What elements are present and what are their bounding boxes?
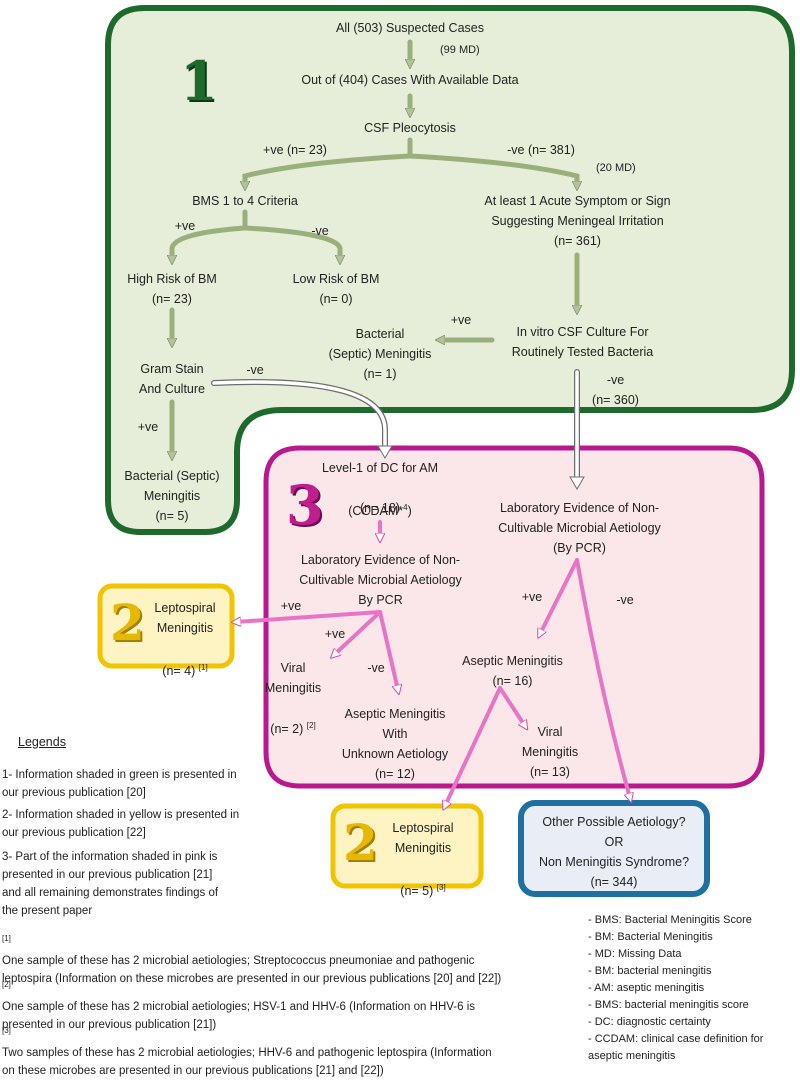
- ccdam-close: ): [407, 504, 412, 519]
- abbreviation-item: - DC: diagnostic certainty: [588, 1016, 711, 1028]
- abbreviation-item: - BMS: Bacterial Meningitis Score: [588, 914, 752, 926]
- label-missing-99: (99 MD): [440, 44, 480, 56]
- abbreviation-item: - MD: Missing Data: [588, 948, 682, 960]
- footnote-1-text: One sample of these has 2 microbial aeti…: [2, 954, 502, 985]
- node-bacterial-septic-5: Bacterial (Septic) Meningitis (n= 5): [124, 469, 220, 523]
- node-viral-2: Viral Meningitis: [264, 661, 322, 695]
- green-region: [105, 5, 795, 535]
- label-mid-negative: -ve: [367, 661, 385, 675]
- footnote-2-text: One sample of these has 2 microbial aeti…: [2, 1000, 476, 1031]
- node-leptospiral-b: Leptospiral Meningitis: [392, 821, 454, 855]
- node-ccdam: (CCDAM*4): [300, 478, 460, 521]
- node-csf-pleocytosis: CSF Pleocytosis: [364, 121, 456, 135]
- node-bacterial-septic-1: Bacterial (Septic) Meningitis (n= 1): [328, 327, 432, 381]
- node-cases-available: Out of (404) Cases With Available Data: [301, 73, 519, 87]
- label-right-positive: +ve: [521, 590, 543, 604]
- node-gram-stain: Gram Stain And Culture: [138, 362, 205, 396]
- pink-arrows: [236, 520, 630, 806]
- abbreviation-item: - BM: Bacterial Meningitis: [588, 931, 713, 943]
- footnote-2-mark: [2]: [2, 980, 11, 989]
- label-gram-negative: -ve: [246, 363, 264, 377]
- node-aseptic-16: Aseptic Meningitis (n= 16): [462, 654, 563, 688]
- label-culture-positive: +ve: [450, 313, 472, 327]
- legend-item-1: 1- Information shaded in green is presen…: [2, 769, 237, 799]
- green-arrows: [172, 39, 577, 456]
- footnote-3-text: Two samples of these has 2 microbial aet…: [2, 1046, 492, 1077]
- ccdam-superscript: 4: [403, 503, 408, 512]
- node-lab-evidence-mid: Laboratory Evidence of Non- Cultivable M…: [299, 553, 462, 607]
- region-number-yellow-b: 2: [343, 813, 378, 872]
- label-bms-negative: -ve: [311, 224, 329, 238]
- white-arrows: [211, 369, 585, 490]
- leptospiral-a-n: (n= 4): [162, 664, 196, 679]
- footnote-1: [1] One sample of these has 2 microbial …: [2, 912, 582, 988]
- node-level1-dc: Level-1 of DC for AM: [321, 461, 438, 475]
- label-bms-positive: +ve: [174, 219, 196, 233]
- label-mid-positive-a: +ve: [280, 599, 302, 613]
- footnote-3-mark: [3]: [2, 1026, 11, 1035]
- node-viral-13: Viral Meningitis (n= 13): [521, 725, 579, 779]
- label-culture-negative: -ve (n= 360): [592, 373, 639, 407]
- label-missing-20: (20 MD): [596, 162, 636, 174]
- label-negative-381: -ve (n= 381): [507, 143, 575, 157]
- region-number-yellow-a: 2: [110, 593, 145, 652]
- node-bms-criteria: BMS 1 to 4 Criteria: [192, 194, 298, 208]
- node-lab-evidence-right: Laboratory Evidence of Non- Cultivable M…: [498, 501, 661, 555]
- abbreviation-item: - CCDAM: clinical case definition for as…: [588, 1033, 764, 1062]
- node-low-risk: Low Risk of BM (n= 0): [292, 272, 380, 306]
- footnote-1-mark: [1]: [2, 934, 11, 943]
- label-mid-positive-b: +ve: [324, 627, 346, 641]
- footnote-3: [3] Two samples of these has 2 microbial…: [2, 1004, 582, 1080]
- legends-heading: Legends: [18, 735, 66, 749]
- abbreviation-item: - BM: bacterial meningitis: [588, 965, 712, 977]
- pink-region: [263, 445, 765, 789]
- leptospiral-b-ref: [3]: [436, 883, 446, 892]
- node-acute-symptom: At least 1 Acute Symptom or Sign Suggest…: [484, 194, 671, 248]
- label-positive-23: +ve (n= 23): [263, 143, 327, 157]
- legend-item-3: 3- Part of the information shaded in pin…: [2, 851, 219, 917]
- viral-2-ref: [2]: [306, 721, 316, 730]
- node-n18: (n= 18): [360, 501, 400, 515]
- node-in-vitro-culture: In vitro CSF Culture For Routinely Teste…: [511, 325, 654, 359]
- abbreviation-item: - BMS: bacterial meningitis score: [588, 999, 749, 1011]
- node-leptospiral-a-count: (n= 4) [1]: [140, 638, 230, 681]
- ccdam-text: (CCDAM*: [348, 504, 404, 519]
- abbreviation-list: - BMS: Bacterial Meningitis Score - BM: …: [588, 912, 800, 1065]
- region-number-green: 1: [180, 49, 218, 113]
- leptospiral-a-ref: [1]: [198, 663, 208, 672]
- yellow-region-b: [330, 803, 484, 889]
- label-right-negative: -ve: [616, 593, 634, 607]
- node-aseptic-unknown: Aseptic Meningitis With Unknown Aetiolog…: [341, 707, 449, 781]
- leptospiral-b-n: (n= 5): [400, 884, 434, 899]
- blue-region: [518, 800, 710, 897]
- footnote-2: [2] One sample of these has 2 microbial …: [2, 958, 582, 1034]
- node-other-possible: Other Possible Aetiology? OR Non Meningi…: [538, 815, 690, 889]
- viral-2-n: (n= 2): [270, 722, 304, 737]
- node-leptospiral-b-count: (n= 5) [3]: [378, 858, 468, 901]
- region-number-pink: 3: [286, 473, 324, 537]
- node-leptospiral-a: Leptospiral Meningitis: [154, 601, 216, 635]
- node-all-suspected: All (503) Suspected Cases: [336, 21, 484, 35]
- node-high-risk: High Risk of BM (n= 23): [127, 272, 217, 306]
- label-gram-positive: +ve: [137, 420, 159, 434]
- node-viral-2-count: (n= 2) [2]: [258, 696, 328, 739]
- legend-item-2: 2- Information shaded in yellow is prese…: [2, 809, 240, 839]
- abbreviation-item: - AM: aseptic meningitis: [588, 982, 705, 994]
